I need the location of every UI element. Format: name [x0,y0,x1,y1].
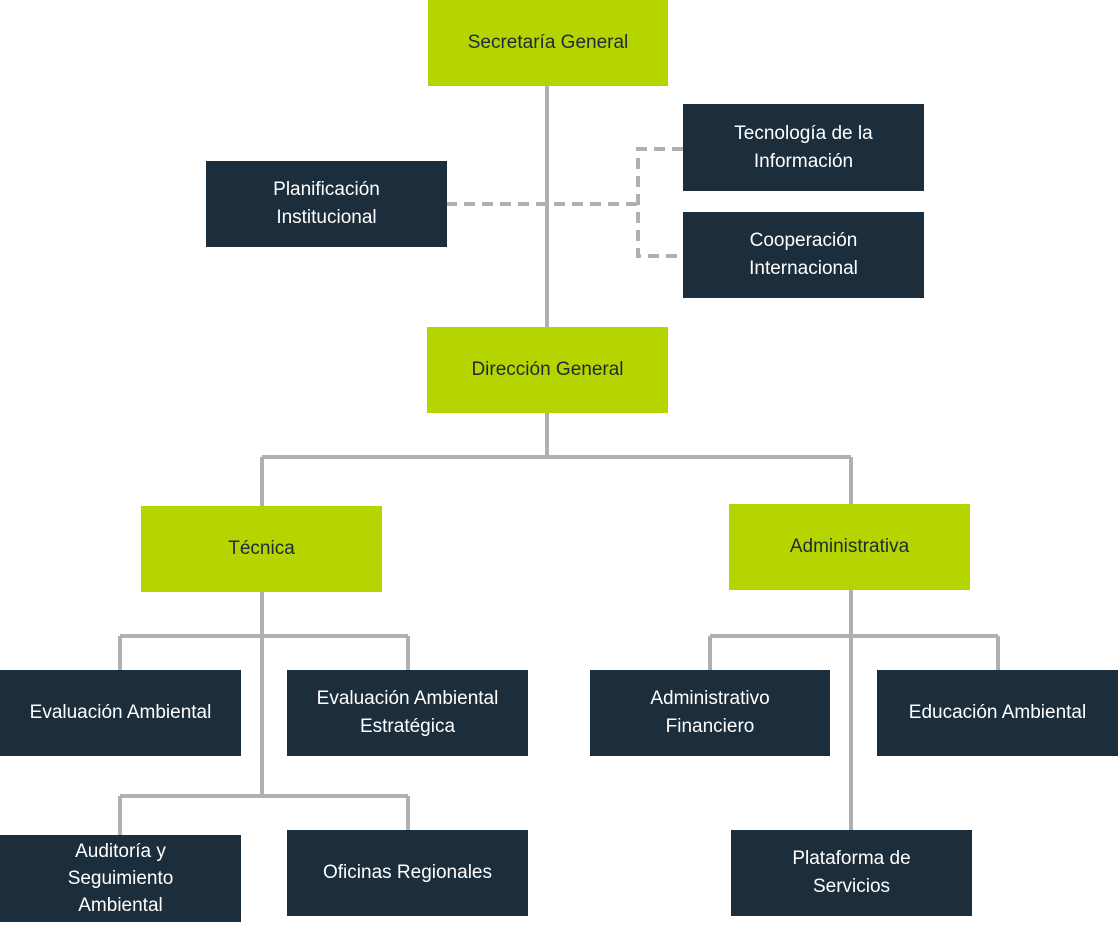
node-auditoria-seguimiento: Auditoría y Seguimiento Ambiental [0,835,241,922]
node-evaluacion-ambiental-estrategica: Evaluación Ambiental Estratégica [287,670,528,756]
node-tecnologia-informacion: Tecnología de la Información [683,104,924,191]
node-educacion-ambiental: Educación Ambiental [877,670,1118,756]
node-tecnica: Técnica [141,506,382,592]
node-secretaria-general: Secretaría General [428,0,668,86]
node-administrativa: Administrativa [729,504,970,590]
node-direccion-general: Dirección General [427,327,668,413]
node-evaluacion-ambiental: Evaluación Ambiental [0,670,241,756]
node-plataforma-servicios: Plataforma de Servicios [731,830,972,916]
node-oficinas-regionales: Oficinas Regionales [287,830,528,916]
staff-bracket-dashed-line [636,147,683,258]
node-administrativo-financiero: Administrativo Financiero [590,670,830,756]
node-planificacion-institucional: Planificación Institucional [206,161,447,247]
node-cooperacion-internacional: Cooperación Internacional [683,212,924,298]
